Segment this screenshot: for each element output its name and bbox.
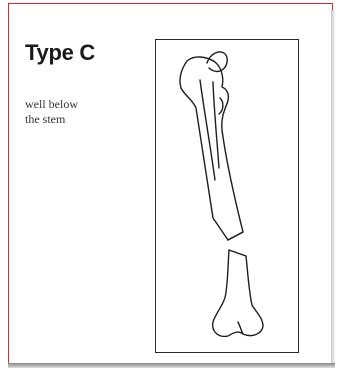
proximal-femur-fragment bbox=[180, 57, 243, 240]
distal-femur-fragment bbox=[213, 250, 263, 336]
